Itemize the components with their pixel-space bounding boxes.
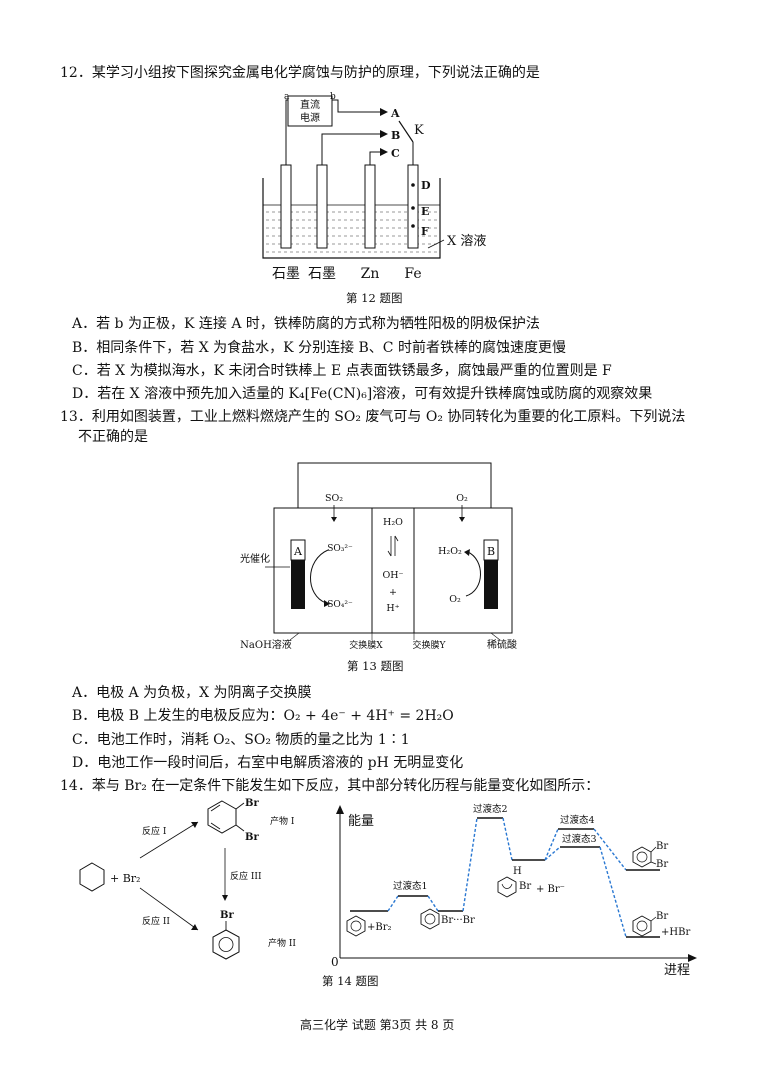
naoh-solution-label: NaOH溶液 — [240, 638, 292, 651]
pi-complex-label: Br···Br — [441, 915, 475, 926]
q13-stem-line2: 不正确的是 — [78, 429, 148, 445]
reaction-3-label: 反应 III — [230, 870, 262, 882]
transition-state-3-label: 过渡态3 — [562, 833, 597, 845]
membrane-y-label: 交换膜Y — [413, 639, 447, 651]
switch-point-a: A — [390, 107, 400, 120]
dc-power-box — [287, 95, 333, 127]
product-1-br-top: Br — [245, 798, 259, 809]
membrane-x-label: 交换膜X — [349, 639, 383, 651]
q14-caption: 第 14 题图 — [322, 974, 379, 988]
gas-so2-label: SO₂ — [325, 493, 343, 504]
q12-caption: 第 12 题图 — [346, 291, 403, 305]
origin-label: 0 — [331, 955, 339, 969]
q12-option-a: A．若 b 为正极，K 连接 A 时，铁棒防腐的方式称为牺牲阳极的阴极保护法 — [72, 316, 540, 332]
proton-label: H⁺ — [386, 603, 399, 614]
electrode-label-fe: Fe — [404, 266, 421, 282]
terminal-b: b — [330, 92, 336, 102]
intermediate-br-label: Br — [519, 881, 531, 892]
hydroxide-label: OH⁻ — [382, 570, 403, 581]
q13-option-a: A．电极 A 为负极，X 为阴离子交换膜 — [72, 685, 312, 701]
gas-o2-label: O₂ — [456, 493, 468, 504]
graphite-rod-1 — [280, 164, 292, 249]
energy-product-1-br-bottom: Br — [656, 859, 668, 870]
zn-rod — [364, 164, 376, 249]
transition-state-1-label: 过渡态1 — [393, 880, 428, 892]
power-label-top: 直流 — [300, 98, 320, 111]
switch-point-c: C — [391, 147, 400, 160]
h2o2-label: H₂O₂ — [438, 546, 462, 557]
o2-product-label: O₂ — [449, 594, 461, 605]
q12-option-d: D．若在 X 溶液中预先加入适量的 K₄[Fe(CN)₆]溶液，可有效提升铁棒腐… — [72, 386, 653, 402]
fe-rod — [407, 164, 419, 249]
terminal-a: a — [284, 92, 290, 102]
intermediate-bromide-label: + Br⁻ — [536, 884, 565, 895]
rod-point-e: E — [421, 205, 429, 218]
graphite-rod-2 — [316, 164, 328, 249]
solution-x-label: X 溶液 — [447, 234, 486, 249]
reactant-br2: + Br₂ — [110, 872, 140, 885]
q12-stem: 12．某学习小组按下图探究金属电化学腐蚀与防护的原理，下列说法正确的是 — [60, 65, 540, 81]
switch-k-label: K — [414, 123, 424, 138]
transition-state-2-label: 过渡态2 — [473, 803, 508, 815]
rod-point-d: D — [421, 179, 431, 192]
q13-caption: 第 13 题图 — [347, 659, 404, 673]
transition-state-4-label: 过渡态4 — [560, 814, 595, 826]
sulfate-label: SO₄²⁻ — [327, 600, 353, 610]
page-footer: 高三化学 试题 第3页 共 8 页 — [300, 1018, 455, 1032]
start-br2-label: +Br₂ — [367, 922, 392, 933]
product-2-br: Br — [220, 910, 234, 921]
product-1-label: 产物 I — [270, 815, 295, 827]
q13-option-c: C．电池工作时，消耗 O₂、SO₂ 物质的量之比为 1∶1 — [72, 732, 410, 748]
q12-option-c: C．若 X 为模拟海水，K 未闭合时铁棒上 E 点表面铁锈最多，腐蚀最严重的位置… — [72, 363, 612, 379]
light-catalysis-label: 光催化 — [240, 552, 270, 565]
energy-product-1-br-top: Br — [656, 841, 668, 852]
product-2-label: 产物 II — [268, 937, 296, 949]
q13-option-d: D．电池工作一段时间后，右室中电解质溶液的 pH 无明显变化 — [72, 755, 464, 771]
electrode-label-zn: Zn — [361, 266, 380, 282]
electrode-label-graphite-2: 石墨 — [308, 266, 336, 282]
power-label-bottom: 电源 — [300, 111, 320, 124]
dilute-sulfuric-acid-label: 稀硫酸 — [487, 638, 517, 651]
reaction-1-label: 反应 I — [142, 825, 167, 837]
rod-point-f: F — [421, 225, 429, 238]
progress-axis-label: 进程 — [664, 963, 690, 978]
q14-stem: 14．苯与 Br₂ 在一定条件下能发生如下反应，其中部分转化历程与能量变化如图所… — [60, 778, 600, 794]
energy-product-2-br: Br — [656, 911, 668, 922]
electrode-a-label: A — [293, 545, 303, 558]
electrode-label-graphite-1: 石墨 — [272, 266, 300, 282]
reaction-2-label: 反应 II — [142, 915, 170, 927]
switch-point-b: B — [391, 129, 400, 142]
plus-sign: + — [389, 587, 397, 598]
energy-axis-label: 能量 — [348, 814, 374, 829]
energy-product-hbr: +HBr — [661, 927, 690, 938]
q13-option-b: B．电极 B 上发生的电极反应为：O₂ + 4e⁻ + 4H⁺ = 2H₂O — [72, 708, 454, 724]
intermediate-h-label: H — [513, 866, 522, 877]
product-1-br-bottom: Br — [245, 832, 259, 843]
electrode-b-label: B — [487, 545, 495, 558]
sulfite-label: SO₃²⁻ — [327, 544, 353, 554]
water-label: H₂O — [383, 517, 403, 528]
q13-stem-line1: 13．利用如图装置，工业上燃料燃烧产生的 SO₂ 废气可与 O₂ 协同转化为重要… — [60, 409, 686, 425]
q12-option-b: B．相同条件下，若 X 为食盐水，K 分别连接 B、C 时前者铁棒的腐蚀速度更慢 — [72, 340, 566, 356]
